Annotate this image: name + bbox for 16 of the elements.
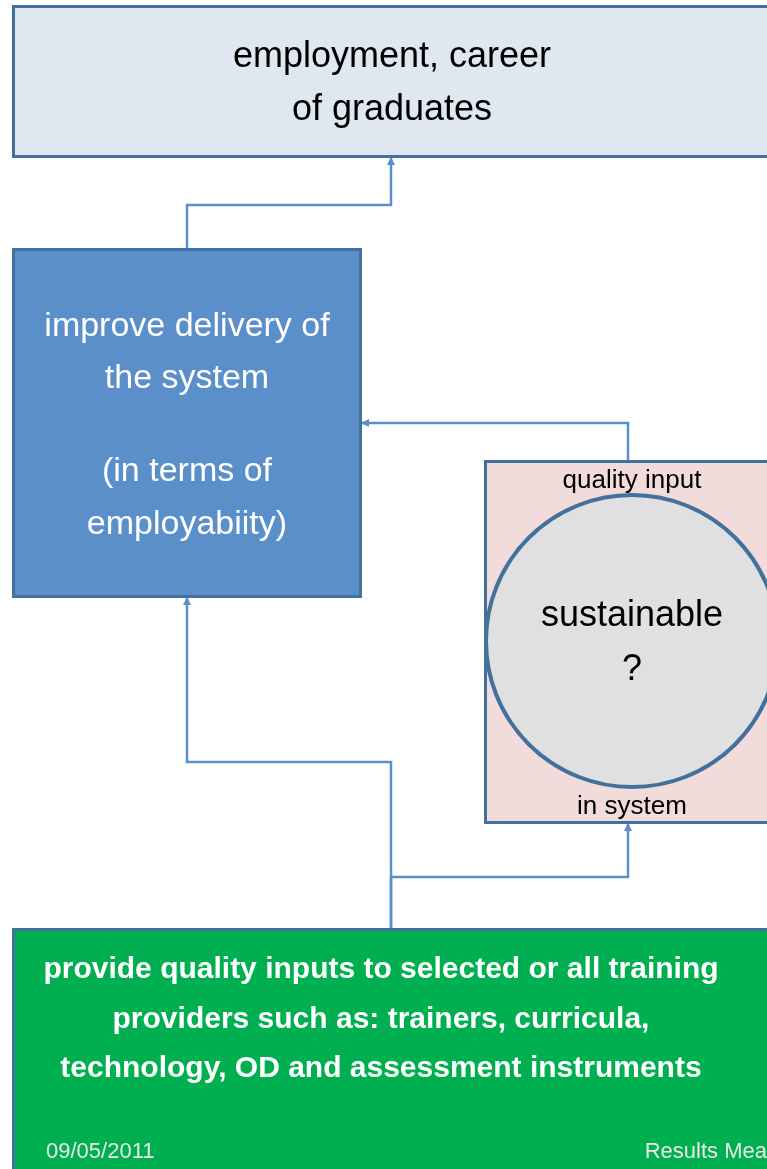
node-text: improve delivery of the system (43, 303, 331, 398)
process-box (12, 248, 362, 598)
node-text: sustainable ? (539, 592, 725, 690)
arrow (361, 419, 630, 460)
footer-text: 09/05/2011 (46, 1140, 155, 1162)
node-text: quality input (562, 466, 702, 492)
outcome-box (12, 5, 767, 158)
node-text: (in terms of employabiity) (85, 449, 289, 543)
node-text: provide quality inputs to selected or all training providers such as: trainers, curricula, technology, OD and assessment instruments (42, 950, 720, 1085)
footer-text: Results Mea (644, 1140, 767, 1162)
node-text: in system (577, 792, 687, 818)
arrow (185, 157, 395, 248)
arrow (389, 823, 632, 928)
node-text: employment, career of graduates (231, 33, 553, 130)
input-box (484, 460, 767, 824)
activity-box (12, 928, 767, 1169)
